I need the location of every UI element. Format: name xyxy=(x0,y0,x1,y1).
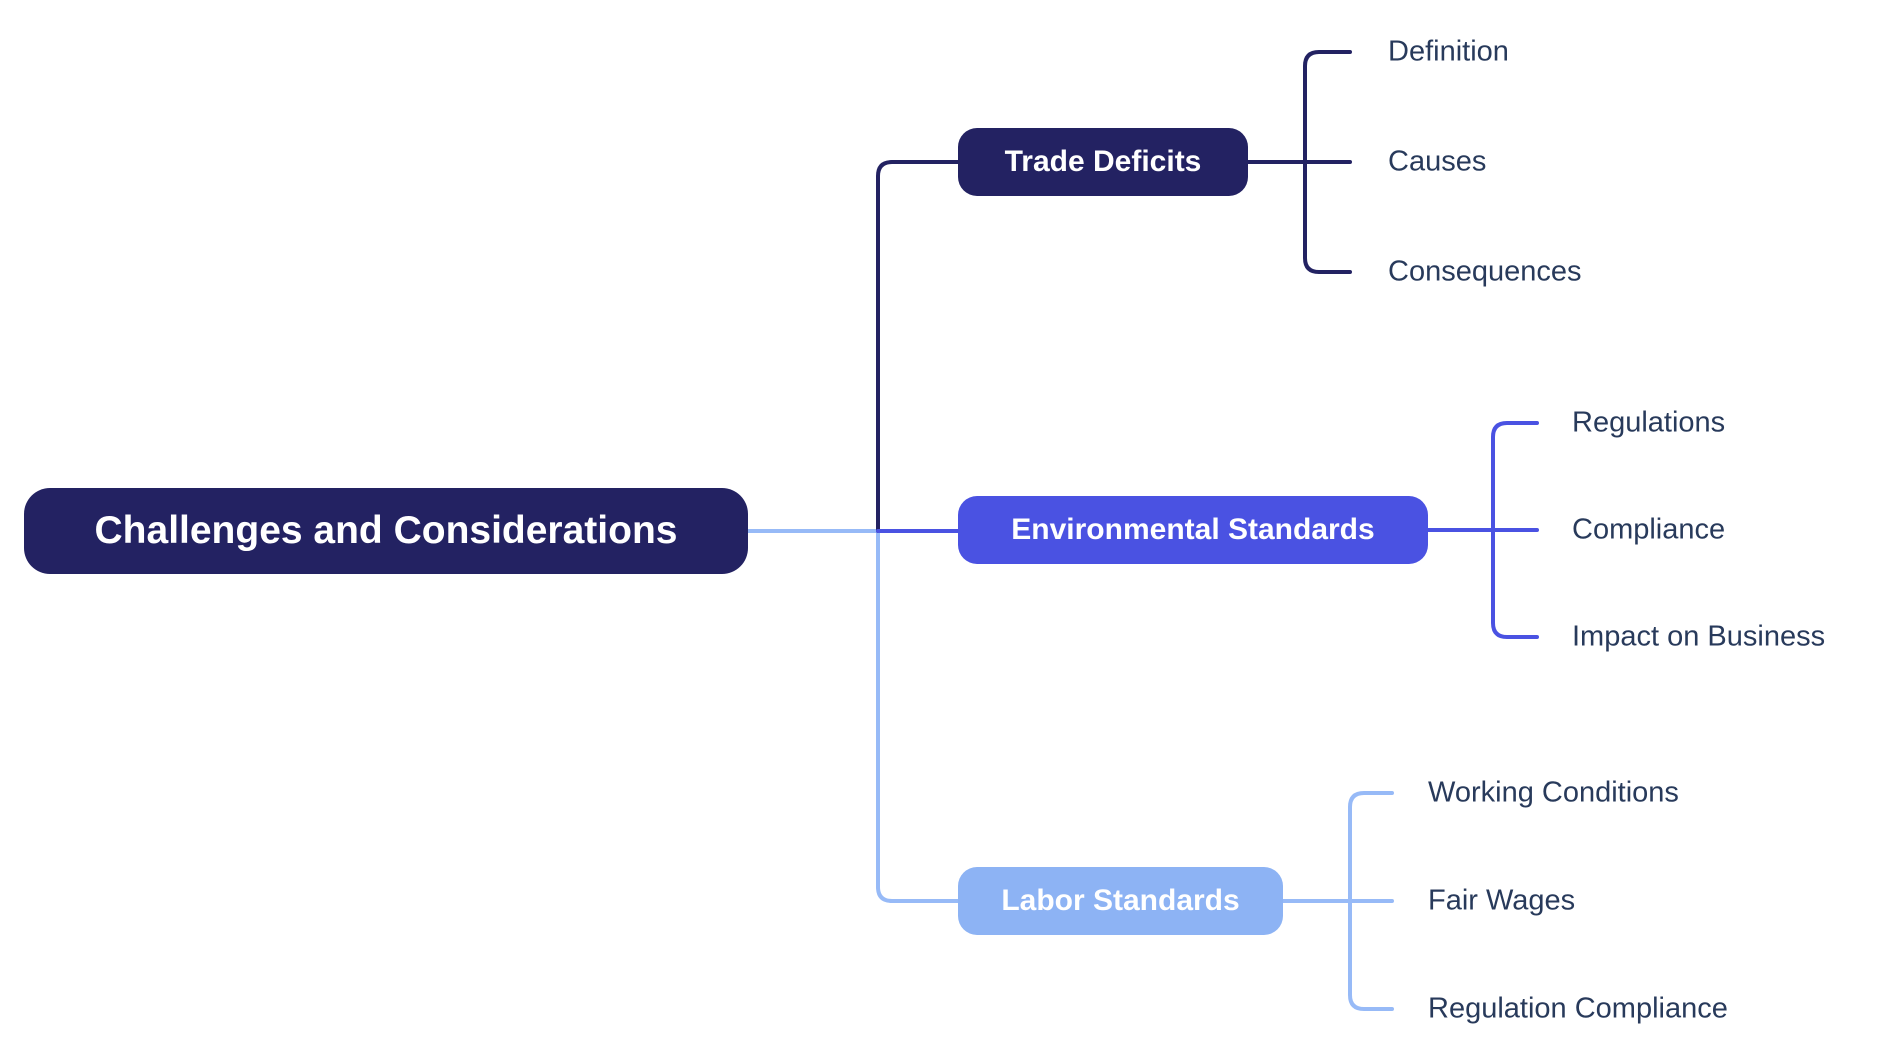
link-root-to-labor xyxy=(746,529,960,903)
environmental-children-bracket xyxy=(1491,421,1539,639)
node-labor-standards[interactable]: Labor Standards xyxy=(958,867,1283,935)
leaf-working-conditions[interactable]: Working Conditions xyxy=(1428,776,1679,809)
node-root[interactable]: Challenges and Considerations xyxy=(24,488,748,574)
leaf-fair-wages[interactable]: Fair Wages xyxy=(1428,884,1576,917)
leaf-consequences[interactable]: Consequences xyxy=(1388,255,1582,288)
link-root-to-trade xyxy=(876,160,960,533)
labor-children-bracket xyxy=(1348,791,1394,1011)
trade-children-bracket xyxy=(1303,50,1352,274)
leaf-causes[interactable]: Causes xyxy=(1388,145,1487,178)
node-trade-deficits[interactable]: Trade Deficits xyxy=(958,128,1248,196)
leaf-regulations[interactable]: Regulations xyxy=(1572,406,1726,439)
node-environmental-standards[interactable]: Environmental Standards xyxy=(958,496,1428,564)
leaf-compliance[interactable]: Compliance xyxy=(1572,513,1726,546)
leaf-regulation-compliance[interactable]: Regulation Compliance xyxy=(1428,992,1728,1025)
leaf-definition[interactable]: Definition xyxy=(1388,35,1509,68)
leaf-impact-on-business[interactable]: Impact on Business xyxy=(1572,620,1826,653)
